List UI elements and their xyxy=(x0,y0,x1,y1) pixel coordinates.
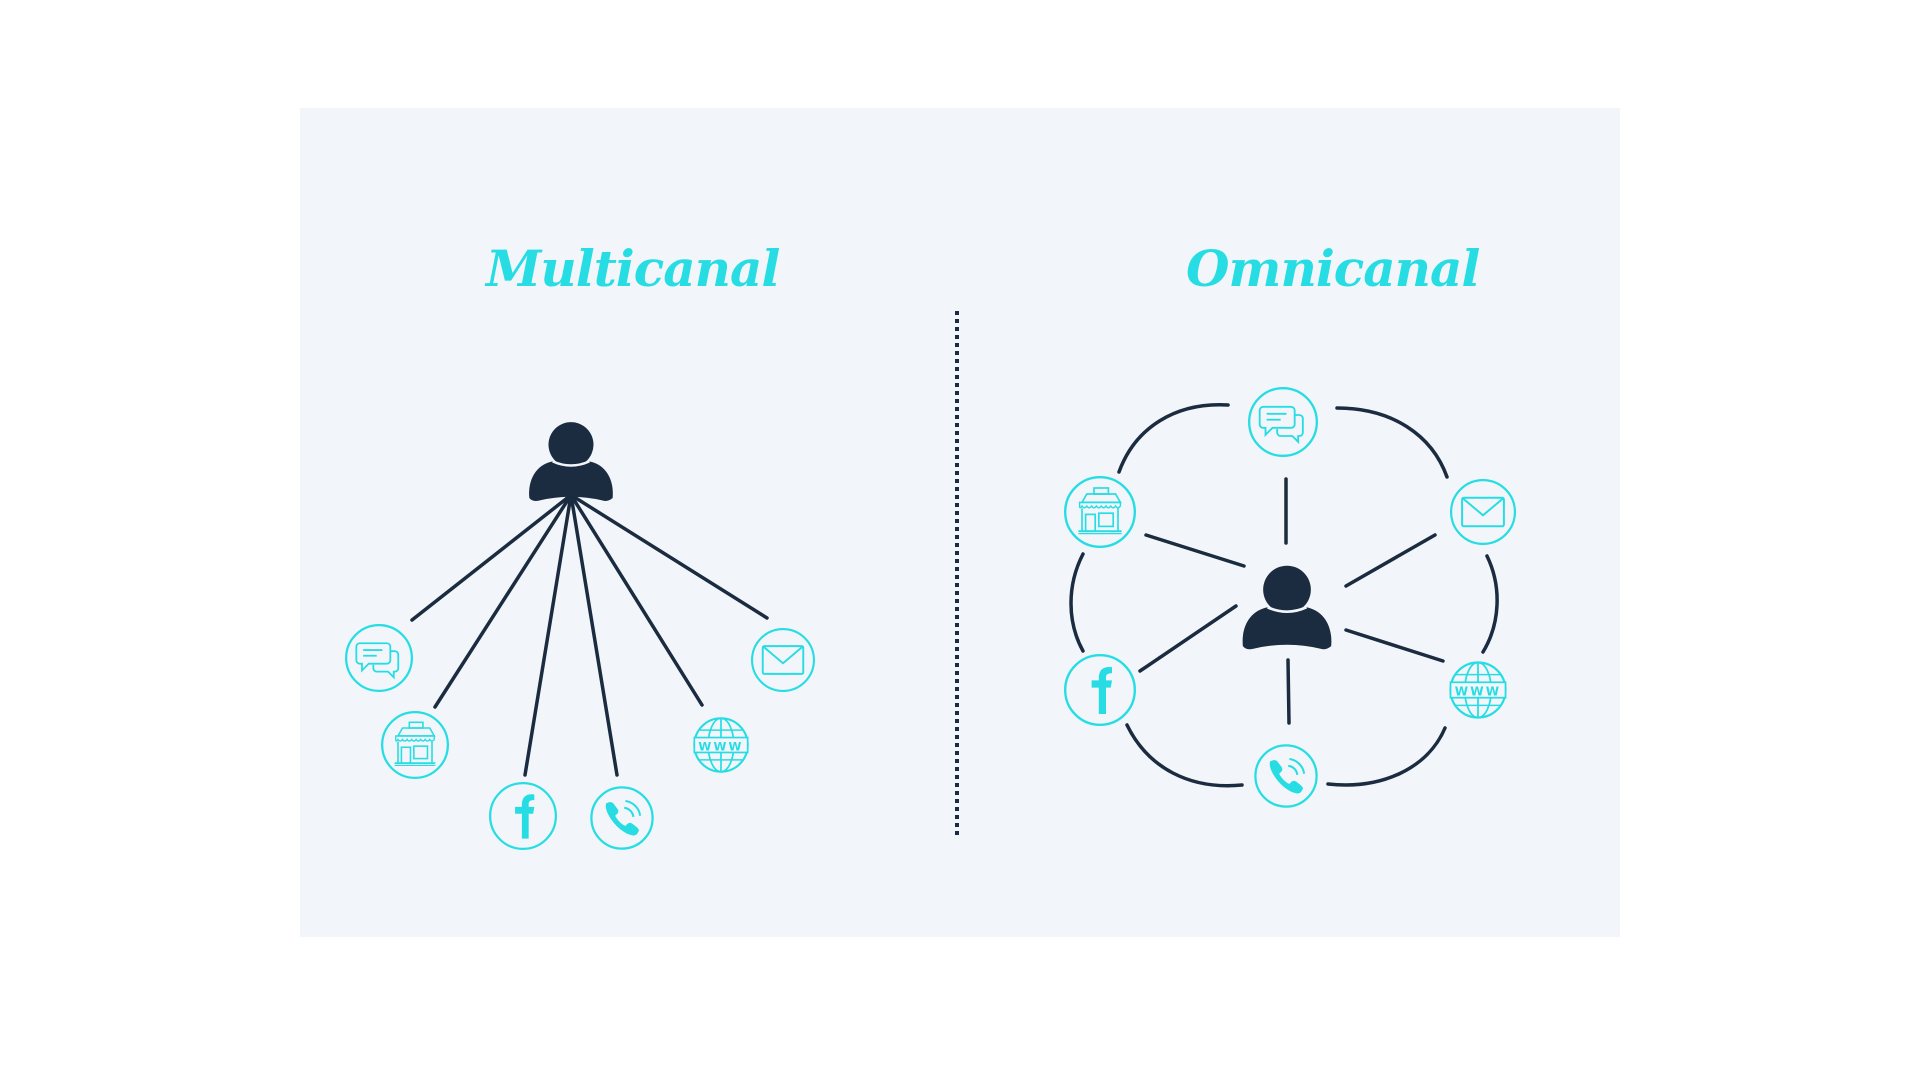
multicanal-title: Multicanal xyxy=(486,239,780,298)
multicanal-connector-lines xyxy=(410,493,769,777)
diagram-panel xyxy=(300,108,1620,937)
chat-bubbles-icon xyxy=(344,624,414,693)
customer-person-icon xyxy=(527,420,615,503)
globe-www-icon xyxy=(693,717,749,773)
omnicanal-title: Omnicanal xyxy=(1186,239,1480,298)
phone-icon xyxy=(590,786,654,850)
multicanal-channels xyxy=(344,624,816,851)
storefront-icon xyxy=(1063,476,1137,548)
storefront-icon xyxy=(380,711,450,780)
chat-bubbles-icon xyxy=(1247,386,1319,458)
facebook-icon xyxy=(488,782,558,851)
omnicanal-diagram xyxy=(1063,386,1517,808)
facebook-icon xyxy=(1063,654,1137,726)
omnicanal-spokes xyxy=(1138,477,1445,725)
envelope-icon xyxy=(1449,479,1517,546)
globe-www-icon xyxy=(1449,661,1507,719)
envelope-icon xyxy=(750,627,816,693)
omnicanal-ring-arcs xyxy=(1069,403,1499,788)
multicanal-diagram xyxy=(344,420,816,851)
customer-person-icon xyxy=(1241,564,1333,651)
phone-icon xyxy=(1254,744,1318,808)
